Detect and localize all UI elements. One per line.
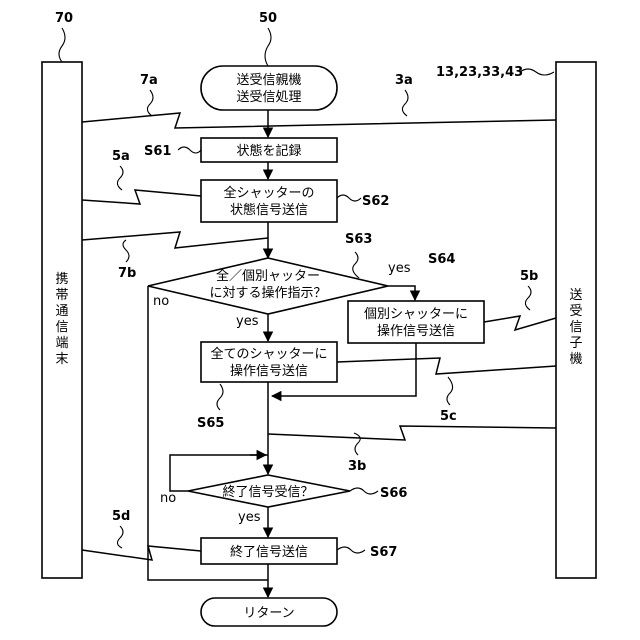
ref-s66-leader xyxy=(350,488,378,494)
ref-3a: 3a xyxy=(395,73,413,88)
ref-s64: S64 xyxy=(428,252,455,267)
s64-line-2: 操作信号送信 xyxy=(377,323,455,339)
ref-5a-leader xyxy=(117,166,123,190)
start-line-2: 送受信処理 xyxy=(236,90,301,105)
ref-s66: S66 xyxy=(380,486,407,501)
handset-label: 送 受 信 子 機 xyxy=(569,288,582,367)
left-device-char: 通 xyxy=(55,304,68,319)
left-device-char: 携 xyxy=(55,271,68,287)
s63-no: no xyxy=(153,294,169,309)
s67-label: 終了信号送信 xyxy=(230,544,308,560)
ref-s63: S63 xyxy=(345,232,372,247)
signal-line-7a-3a xyxy=(82,113,556,128)
ref-5b-leader xyxy=(525,286,531,310)
ref-handsets-leader xyxy=(520,69,554,75)
signal-line-5d xyxy=(82,546,201,560)
ref-5d: 5d xyxy=(112,509,130,524)
s63-yes-right: yes xyxy=(388,261,411,276)
ref-7a-leader xyxy=(147,90,153,116)
ref-7a: 7a xyxy=(140,73,158,88)
ref-5d-leader xyxy=(117,526,123,548)
ref-s63-leader xyxy=(353,252,359,278)
ref-s65-leader xyxy=(217,384,223,410)
right-device-char: 機 xyxy=(569,352,582,367)
s62-line-1: 全シャッターの xyxy=(223,185,314,201)
left-device-char: 端 xyxy=(55,336,68,351)
right-device-char: 子 xyxy=(569,336,582,351)
s65-line-2: 操作信号送信 xyxy=(230,363,308,379)
ref-3b-leader xyxy=(354,433,360,455)
start-line-1: 送受信親機 xyxy=(236,73,301,88)
signal-line-5b xyxy=(484,316,556,330)
ref-handsets: 13,23,33,43 xyxy=(436,65,523,80)
ref-3b: 3b xyxy=(348,459,366,474)
line-s63-no-bypass xyxy=(148,286,268,580)
right-device-char: 受 xyxy=(569,304,582,319)
right-device-char: 信 xyxy=(569,320,582,335)
s63-line-1: 全／個別ャッター xyxy=(216,268,320,284)
ref-s61: S61 xyxy=(144,144,171,159)
s66-label: 終了信号受信？ xyxy=(222,484,313,500)
signal-line-5c xyxy=(337,358,556,374)
ref-70: 70 xyxy=(55,11,73,26)
s61-label: 状態を記録 xyxy=(236,143,301,159)
end-label: リターン xyxy=(243,606,294,621)
ref-s67: S67 xyxy=(370,545,397,560)
ref-s65: S65 xyxy=(197,416,224,431)
s66-no: no xyxy=(160,491,176,506)
s63-line-2: に対する操作指示？ xyxy=(209,285,326,301)
s62-line-2: 状態信号送信 xyxy=(230,202,308,218)
left-device-char: 帯 xyxy=(55,288,68,303)
arrow-s63-yes-to-s64 xyxy=(388,286,415,300)
ref-5c-leader xyxy=(447,377,453,405)
s63-yes-down: yes xyxy=(236,314,259,329)
ref-7b-leader xyxy=(123,240,129,262)
ref-s62-leader xyxy=(337,195,361,201)
right-device-char: 送 xyxy=(569,288,582,303)
ref-s62: S62 xyxy=(362,194,389,209)
s65-line-1: 全てのシャッターに xyxy=(210,346,327,362)
left-device-char: 末 xyxy=(55,352,68,367)
left-device-char: 信 xyxy=(55,320,68,335)
ref-s67-leader xyxy=(337,547,365,553)
ref-7b: 7b xyxy=(118,266,136,281)
s66-yes: yes xyxy=(238,510,261,525)
ref-70-leader xyxy=(59,28,65,62)
signal-line-5a xyxy=(82,190,201,204)
ref-s61-leader xyxy=(178,147,201,153)
signal-line-7b xyxy=(82,232,268,248)
ref-5c: 5c xyxy=(440,409,457,424)
ref-3a-leader xyxy=(402,90,408,116)
ref-5b: 5b xyxy=(520,269,538,284)
s64-line-1: 個別シャッターに xyxy=(364,307,468,322)
signal-line-3b xyxy=(268,426,556,440)
ref-5a: 5a xyxy=(112,149,130,164)
ref-50-leader xyxy=(265,28,271,66)
ref-50: 50 xyxy=(259,11,277,26)
